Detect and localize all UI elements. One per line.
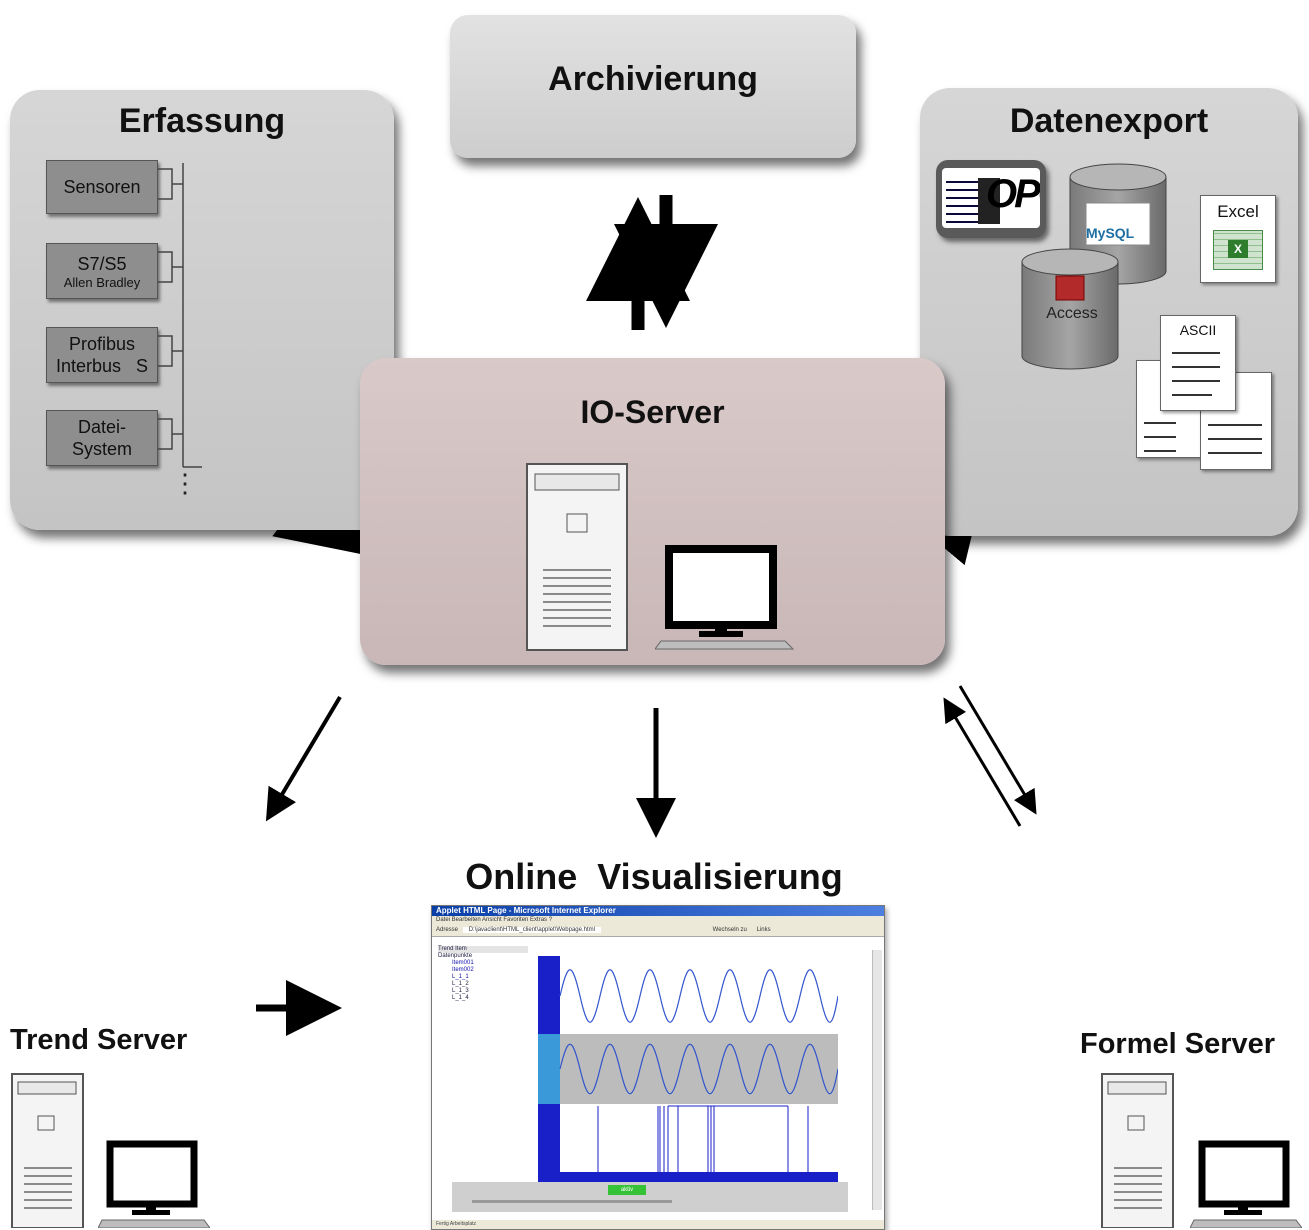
browser-address-bar: Adresse D:\javaclient\HTML_client\applet… [432,925,884,937]
bus-lines [158,163,202,468]
tree-item[interactable]: Item001 [452,960,474,966]
source-label: Datei- [77,417,126,437]
control-strip: aktiv [452,1182,848,1212]
tree-header: Trend Item [438,946,528,953]
tree-item[interactable]: Item002 [452,967,474,973]
access-label: Access [1046,305,1098,322]
archivierung-title: Archivierung [548,60,758,98]
source-datei-system: Datei- System [46,410,158,466]
io-server-panel: IO-Server [360,358,945,665]
pulse-lines [597,1105,809,1172]
address-label: Adresse [436,927,459,933]
excel-grid-icon: X [1213,230,1263,270]
wave-series-2 [559,1043,838,1095]
browser-status: Fertig Arbeitsplatz [432,1220,884,1229]
mysql-label: MySQL [1086,225,1135,241]
source-sublabel: Allen Bradley [63,274,141,290]
trend-chart [538,956,838,1186]
server-tower-icon [526,463,628,651]
source-s7-s5: S7/S5 Allen Bradley [46,243,158,299]
ascii-label: ASCII [1179,322,1217,338]
trend-server-tower-icon [11,1073,84,1228]
online-visualisierung-title: Online Visualisierung [465,856,843,897]
formel-server-title: Formel Server [1080,1028,1276,1060]
source-label: S7/S5 [77,253,127,274]
tree-item[interactable]: L_1_1 [452,974,469,980]
trend-tree: Trend Item Datenpunkte Item001 Item002 L… [438,946,528,1002]
tree-root[interactable]: Datenpunkte [438,953,473,959]
io-trend-arrow [265,695,342,822]
address-value[interactable]: D:\javaclient\HTML_client\applet\Webpage… [462,927,601,933]
source-sublabel: Interbus S [55,356,149,376]
source-profibus: Profibus Interbus S [46,327,158,383]
source-label: Profibus [68,334,136,354]
io-formel-arrows [943,685,1037,827]
tree-item[interactable]: L_1_3 [452,988,469,994]
links-label[interactable]: Links [756,927,771,933]
time-slider[interactable] [472,1200,672,1203]
excel-label: Excel [1217,202,1259,221]
source-label: Sensoren [63,177,141,197]
erfassung-title: Erfassung [118,102,286,140]
datenexport-title: Datenexport [1009,102,1209,140]
access-db-icon [1021,248,1119,370]
trend-server-title: Trend Server [10,1024,188,1056]
opc-logo: OPC [936,160,1046,238]
excel-doc-icon: Excel X [1200,195,1276,283]
trend-monitor-icon [98,1140,210,1228]
formel-monitor-icon [1190,1140,1302,1228]
opc-graphic [946,178,1000,224]
io-server-title: IO-Server [580,394,725,430]
ascii-text-lines [1144,352,1262,454]
monitor-icon [655,545,795,650]
tree-item[interactable]: L_1_4 [452,995,469,1001]
browser-scrollbar[interactable] [872,950,882,1210]
active-button[interactable]: aktiv [608,1185,646,1195]
browser-title: Applet HTML Page - Microsoft Internet Ex… [432,906,884,916]
formel-server-tower-icon [1101,1073,1174,1228]
source-sensoren: Sensoren [46,160,158,214]
tree-item[interactable]: L_1_2 [452,981,469,987]
source-sublabel: System [71,439,132,459]
more-sources-ellipsis: ⋮ [172,468,198,498]
go-button[interactable]: Wechseln zu [712,927,747,933]
browser-menu: Datei Bearbeiten Ansicht Favoriten Extra… [432,916,884,925]
wave-series-1 [559,969,838,1023]
archiv-io-arrows [586,195,718,330]
browser-window: Applet HTML Page - Microsoft Internet Ex… [431,905,885,1230]
archivierung-panel: Archivierung [450,15,856,158]
opc-label: OPC [986,172,1040,216]
